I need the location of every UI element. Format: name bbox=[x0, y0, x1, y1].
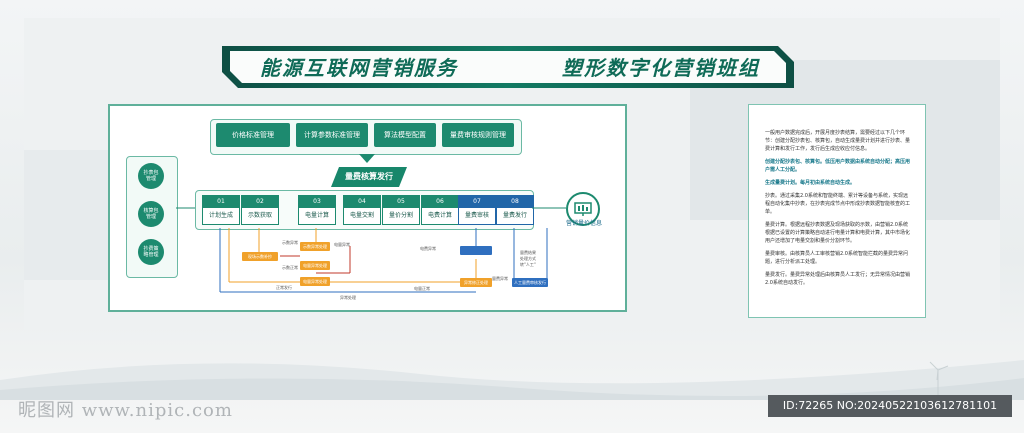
box-energy-exception-a: 电量异常处理 bbox=[300, 261, 330, 270]
label-fee-abnormal-2: 量费异常 bbox=[492, 276, 508, 281]
title-plate: 能源互联网营销服务 塑形数字化营销班组 bbox=[222, 46, 794, 88]
circle-meter-package: 抄表包管理 bbox=[138, 163, 164, 189]
label-normal-issue: 正常发行 bbox=[276, 285, 292, 290]
note-paragraph: 量费计算。根据远程抄表数据及现场获取的示数，由营销2.0系统根据已设置的计算策略… bbox=[765, 222, 911, 244]
module-calc-params: 计算参数标准管理 bbox=[296, 123, 368, 147]
title-right: 塑形数字化营销班组 bbox=[562, 56, 760, 80]
arrow-down-icon bbox=[359, 154, 375, 163]
landscape-decoration bbox=[0, 360, 1024, 400]
flow-banner: 量费核算发行 bbox=[331, 167, 407, 187]
circle-strategy: 抄费策略管理 bbox=[138, 239, 164, 265]
label-reading-abnormal: 示数异常 bbox=[282, 240, 298, 245]
label-energy-normal: 电量正常 bbox=[414, 286, 430, 291]
note-paragraph: 一般用户数据完成后，开展月度抄表结算，需要经过以下几个环节：创建分配抄表包、核算… bbox=[765, 130, 911, 152]
note-paragraph: 创建分配抄表包、核算包。低压用户数据由系统自动分配；高压用户需人工分配。 bbox=[765, 159, 911, 173]
label-exception-handling: 异常处理 bbox=[340, 295, 356, 300]
end-label: 营销量价信息 bbox=[565, 220, 602, 227]
label-reading-normal: 示数正常 bbox=[282, 265, 298, 270]
label-fee-result: 量费结果 bbox=[520, 250, 536, 255]
watermark-id: ID:72265 NO:20240522103612781101 bbox=[768, 395, 1012, 417]
circle-accounting-package: 核算包管理 bbox=[138, 201, 164, 227]
box-manual-issue: 人工量费审核发行 bbox=[512, 278, 548, 287]
module-price-standard: 价格标准管理 bbox=[216, 123, 290, 147]
label-energy-abnormal: 电量异常 bbox=[334, 242, 350, 247]
box-reading-exception: 示数异常处理 bbox=[300, 242, 330, 251]
box-energy-exception-b: 电量异常处理 bbox=[300, 277, 330, 286]
description-panel: 一般用户数据完成后，开展月度抄表结算，需要经过以下几个环节：创建分配抄表包、核算… bbox=[748, 104, 926, 318]
info-monitor-icon bbox=[566, 192, 600, 226]
title-left: 能源互联网营销服务 bbox=[260, 56, 458, 80]
box-site-reading: 现场示数补抄 bbox=[242, 252, 278, 261]
box-correction: 异常修正处理 bbox=[460, 278, 492, 287]
note-paragraph: 量费审核。由核算员人工审核营销2.0系统智能拦截的量费异常问题，进行分析派工处理… bbox=[765, 251, 908, 265]
module-audit-rules: 量费审核规则管理 bbox=[442, 123, 514, 147]
label-handling: 处理方式 bbox=[520, 256, 536, 261]
note-paragraph: 生成量费计划。每月初由系统自动生成。 bbox=[765, 180, 856, 186]
box-audit-blue bbox=[460, 246, 492, 255]
note-paragraph: 量费发行。量费异常处理后由核算员人工发行；无异常情况由营销2.0系统自动发行。 bbox=[765, 272, 911, 286]
label-manual: 转"人工" bbox=[520, 262, 536, 267]
note-paragraph: 抄表。通过采集2.0系统和智能终端、累计等设备与系统，实现远程自动化集中抄表，在… bbox=[765, 193, 911, 215]
module-algorithm: 算法模型配置 bbox=[374, 123, 436, 147]
label-fee-abnormal: 电费异常 bbox=[420, 246, 436, 251]
watermark-left: 昵图网 www.nipic.com bbox=[18, 400, 233, 421]
